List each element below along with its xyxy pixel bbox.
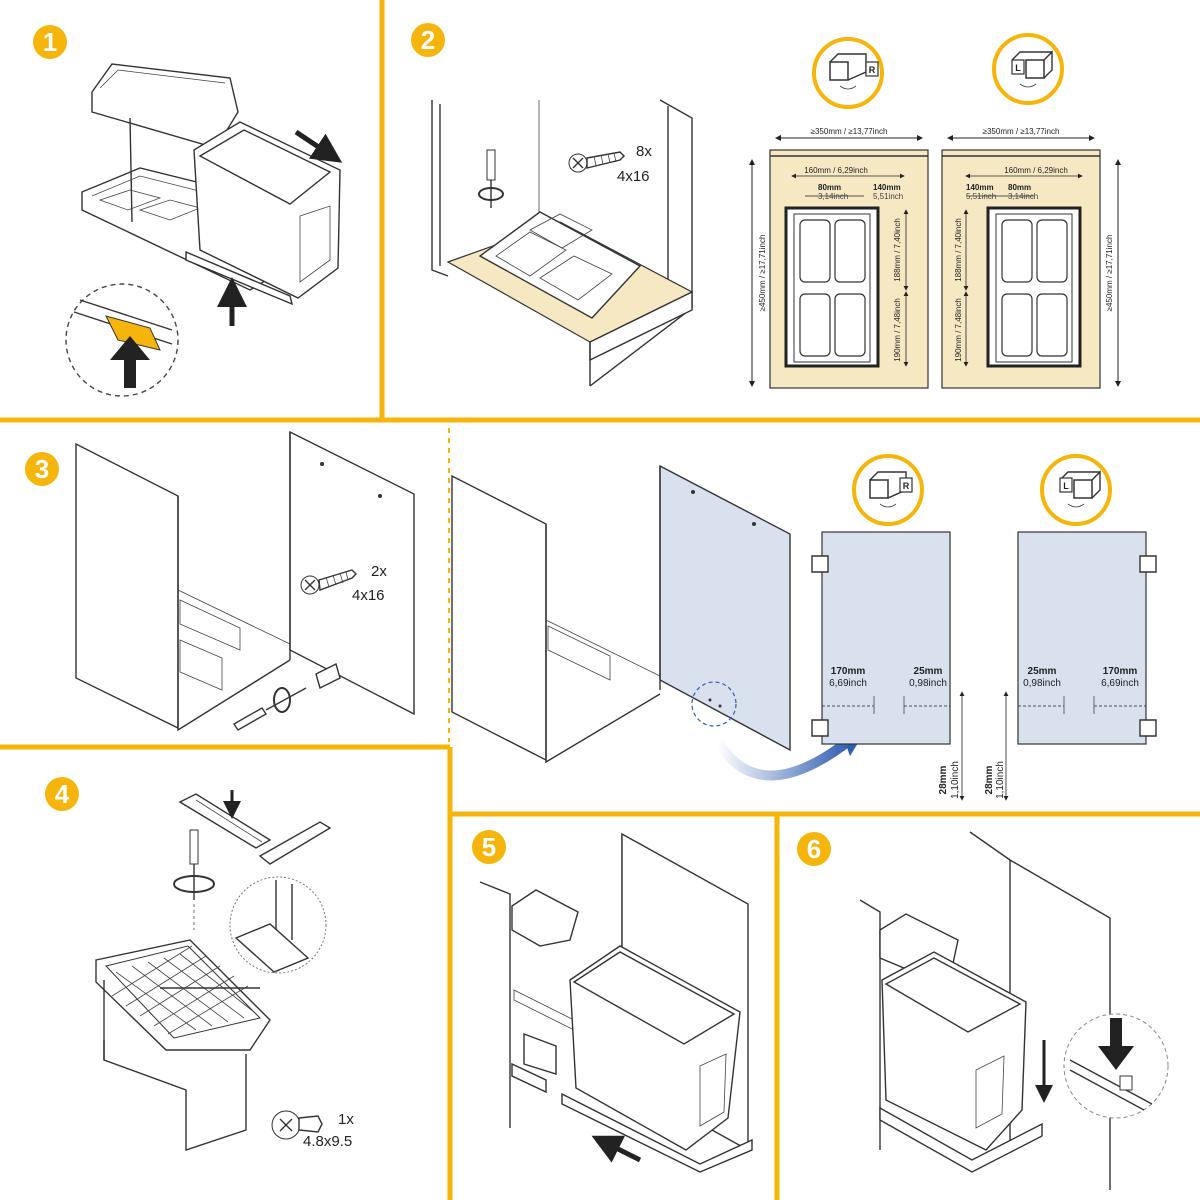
step-4-screw-qty: 1x [338, 1111, 354, 1128]
step-4-illustration: 1x 4.8x9.5 [95, 790, 354, 1151]
step-2-screw-qty: 8x [636, 143, 652, 160]
svg-text:4: 4 [55, 779, 70, 809]
svg-text:≥450mm / ≥17,71inch: ≥450mm / ≥17,71inch [1105, 235, 1114, 312]
mounting-diagram-left: L ≥350mm / ≥13,77inch ≥450mm / ≥17,71inc… [941, 33, 1121, 389]
svg-text:25mm: 25mm [914, 666, 943, 677]
svg-text:0,98inch: 0,98inch [1023, 678, 1061, 689]
svg-text:140mm: 140mm [966, 183, 994, 192]
svg-text:5,51inch: 5,51inch [966, 192, 996, 201]
svg-text:0,98inch: 0,98inch [909, 678, 947, 689]
svg-text:L: L [1063, 481, 1069, 491]
screw-icon [300, 569, 357, 595]
svg-text:140mm: 140mm [873, 183, 901, 192]
svg-text:3,14inch: 3,14inch [818, 192, 848, 201]
step-badge-2: 2 [411, 23, 445, 57]
step-2-illustration: 8x 4x16 [431, 99, 694, 387]
svg-text:160mm / 6,29inch: 160mm / 6,29inch [1004, 166, 1068, 175]
svg-text:28mm: 28mm [984, 765, 995, 794]
step-2-screw-size: 4x16 [617, 168, 650, 185]
svg-text:190mm / 7,48inch: 190mm / 7,48inch [893, 298, 902, 362]
svg-text:L: L [1015, 63, 1021, 73]
svg-text:28mm: 28mm [938, 765, 949, 794]
svg-text:190mm / 7,48inch: 190mm / 7,48inch [954, 298, 963, 362]
step-5-illustration [479, 832, 753, 1173]
step-3-illustration: 2x 4x16 [75, 430, 415, 732]
step-3-door-illustration [451, 464, 866, 781]
svg-text:6: 6 [807, 834, 821, 864]
left-orientation-icon: L [992, 33, 1064, 105]
svg-text:25mm: 25mm [1028, 666, 1057, 677]
step-6-illustration [859, 831, 1169, 1190]
svg-text:160mm / 6,29inch: 160mm / 6,29inch [804, 166, 868, 175]
svg-text:1,10inch: 1,10inch [995, 761, 1006, 799]
right-orientation-icon: R [852, 454, 924, 526]
step-badge-6: 6 [797, 832, 831, 866]
mounting-diagram-right: R ≥350mm / ≥13,77inch ≥450mm / ≥17,71inc… [749, 37, 929, 389]
svg-text:≥350mm / ≥13,77inch: ≥350mm / ≥13,77inch [983, 127, 1060, 136]
svg-text:188mm / 7,40inch: 188mm / 7,40inch [954, 218, 963, 282]
svg-text:≥450mm / ≥17,71inch: ≥450mm / ≥17,71inch [758, 235, 767, 312]
step-badge-3: 3 [25, 452, 59, 486]
svg-text:188mm / 7,40inch: 188mm / 7,40inch [893, 218, 902, 282]
step-4-screw-size: 4.8x9.5 [303, 1133, 352, 1150]
step-3-screw-size: 4x16 [352, 587, 385, 604]
screw-icon [568, 151, 625, 173]
svg-text:6,69inch: 6,69inch [829, 678, 867, 689]
step-badge-4: 4 [45, 777, 79, 811]
svg-text:2: 2 [421, 25, 435, 55]
svg-text:≥350mm / ≥13,77inch: ≥350mm / ≥13,77inch [811, 127, 888, 136]
door-diagram-left: L 25mm 0,98inch 170mm 6,69inch 28mm 1,10… [984, 454, 1157, 801]
step-3-screw-qty: 2x [371, 563, 387, 580]
left-orientation-icon: L [1040, 454, 1112, 526]
door-diagram-right: R 170mm 6,69inch 25mm 0,98inch 28mm 1,10… [811, 454, 965, 801]
step-badge-1: 1 [33, 25, 67, 59]
svg-text:3: 3 [35, 454, 49, 484]
right-orientation-icon: R [812, 37, 884, 109]
svg-text:3,14inch: 3,14inch [1008, 192, 1038, 201]
svg-text:170mm: 170mm [831, 666, 866, 677]
screw-icon [271, 1110, 323, 1140]
step-badge-5: 5 [472, 830, 506, 864]
svg-text:R: R [869, 65, 876, 75]
svg-text:6,69inch: 6,69inch [1101, 678, 1139, 689]
svg-text:R: R [903, 481, 910, 491]
step-1-illustration [65, 63, 343, 397]
svg-text:170mm: 170mm [1103, 666, 1138, 677]
svg-text:1,10inch: 1,10inch [950, 761, 961, 799]
svg-text:5,51inch: 5,51inch [873, 192, 903, 201]
svg-text:80mm: 80mm [818, 183, 841, 192]
svg-text:80mm: 80mm [1008, 183, 1031, 192]
svg-text:5: 5 [482, 832, 496, 862]
svg-text:1: 1 [43, 27, 57, 57]
